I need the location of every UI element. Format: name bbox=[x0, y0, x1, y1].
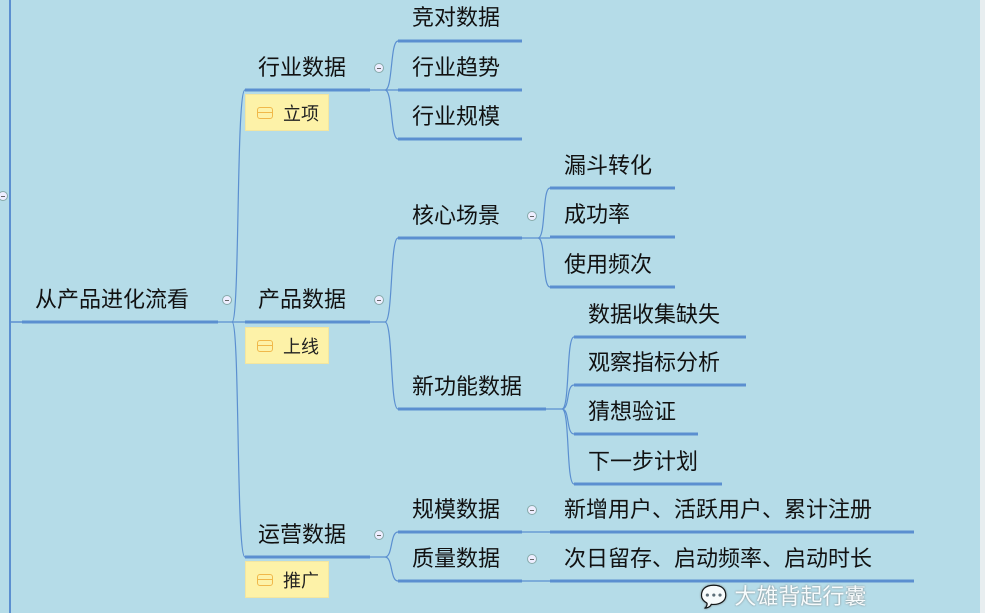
topic-node[interactable]: 新功能数据 bbox=[412, 375, 523, 400]
topic-node[interactable]: 成功率 bbox=[564, 203, 631, 228]
topic-node[interactable]: 核心场景 bbox=[412, 204, 501, 229]
topic-node[interactable]: 数据收集缺失 bbox=[588, 303, 721, 328]
wechat-icon: 💬 bbox=[700, 585, 728, 610]
topic-node[interactable]: 观察指标分析 bbox=[588, 351, 721, 376]
label-icon bbox=[257, 339, 273, 352]
topic-node[interactable]: 质量数据 bbox=[412, 547, 501, 572]
branch-node[interactable]: 运营数据 bbox=[258, 523, 347, 548]
label-text: 上线 bbox=[283, 336, 319, 358]
label-tag[interactable]: 推广 bbox=[245, 561, 329, 598]
collapse-toggle[interactable] bbox=[0, 191, 8, 201]
topic-node[interactable]: 次日留存、启动频率、启动时长 bbox=[564, 547, 873, 572]
topic-node[interactable]: 行业趋势 bbox=[412, 56, 501, 81]
collapse-toggle[interactable] bbox=[374, 63, 384, 73]
collapse-toggle[interactable] bbox=[222, 295, 232, 305]
watermark-text: 大雄背起行囊 bbox=[734, 585, 867, 610]
topic-node[interactable]: 行业规模 bbox=[412, 105, 501, 130]
topic-node[interactable]: 下一步计划 bbox=[588, 450, 699, 475]
branch-node[interactable]: 产品数据 bbox=[258, 288, 347, 313]
collapse-toggle[interactable] bbox=[374, 295, 384, 305]
label-icon bbox=[257, 573, 273, 586]
topic-node[interactable]: 新增用户、活跃用户、累计注册 bbox=[564, 498, 873, 523]
label-text: 推广 bbox=[283, 570, 319, 592]
branch-node[interactable]: 行业数据 bbox=[258, 56, 347, 81]
label-tag[interactable]: 上线 bbox=[245, 327, 329, 364]
root-node[interactable]: 从产品进化流看 bbox=[35, 288, 190, 313]
collapse-toggle[interactable] bbox=[374, 530, 384, 540]
topic-node[interactable]: 使用频次 bbox=[564, 253, 653, 278]
watermark: 💬 大雄背起行囊 bbox=[700, 585, 866, 611]
topic-node[interactable]: 猜想验证 bbox=[588, 400, 677, 425]
collapse-toggle[interactable] bbox=[527, 505, 537, 515]
collapse-toggle[interactable] bbox=[527, 554, 537, 564]
label-text: 立项 bbox=[283, 103, 319, 125]
topic-node[interactable]: 竞对数据 bbox=[412, 6, 501, 31]
label-icon bbox=[257, 106, 273, 119]
collapse-toggle[interactable] bbox=[527, 211, 537, 221]
topic-node[interactable]: 规模数据 bbox=[412, 498, 501, 523]
label-tag[interactable]: 立项 bbox=[245, 94, 329, 131]
topic-node[interactable]: 漏斗转化 bbox=[564, 154, 653, 179]
scrollbar[interactable] bbox=[980, 0, 985, 613]
